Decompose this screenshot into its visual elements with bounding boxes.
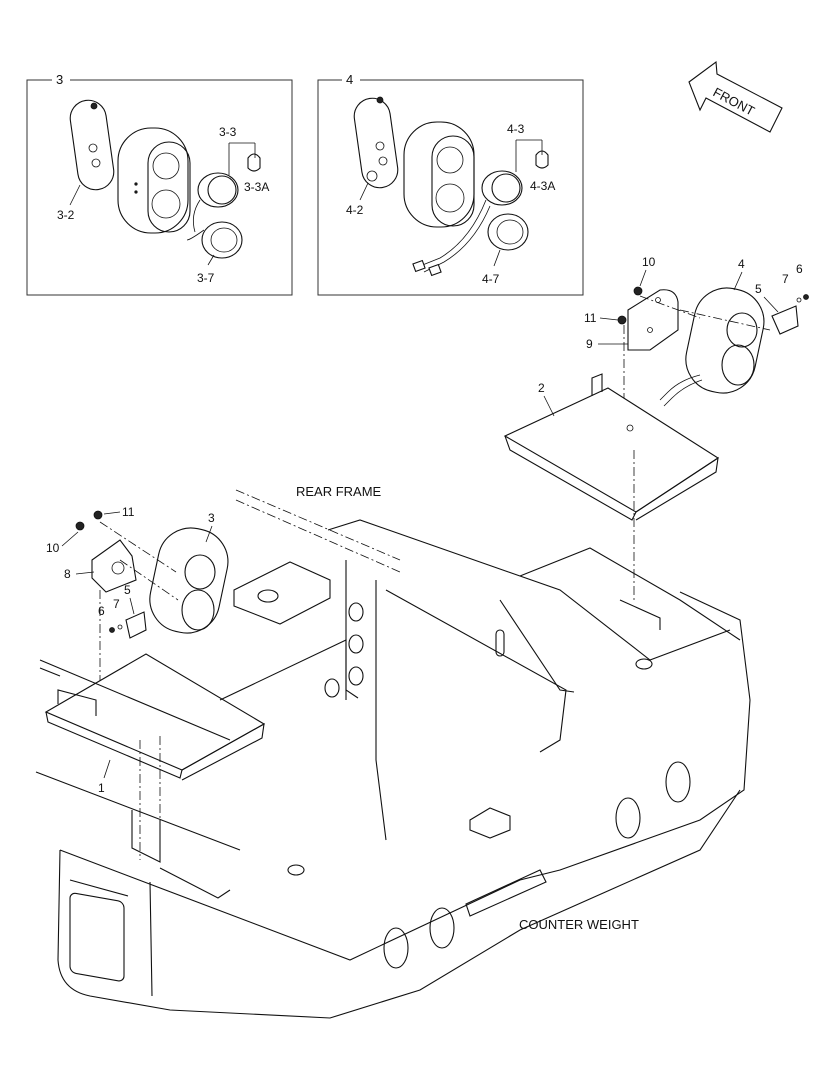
callout-5-right: 5 (755, 282, 762, 296)
lamp-housing-3 (117, 127, 189, 234)
inset-4-title: 4 (346, 72, 353, 87)
label-3-7: 3-7 (197, 271, 215, 285)
callout-1: 1 (98, 781, 105, 795)
bracket-5-left (125, 611, 147, 639)
callout-10-left: 10 (46, 541, 60, 555)
lamp-lens-4-7 (487, 213, 529, 251)
lamp-lens-3-7 (201, 221, 243, 259)
callout-4-right: 4 (738, 257, 745, 271)
mounting-plate-1 (44, 653, 266, 771)
lamp-housing-4 (403, 121, 475, 228)
bracket-8 (91, 539, 137, 593)
callout-5-left: 5 (124, 583, 131, 597)
label-4-7: 4-7 (482, 272, 500, 286)
left-lamp-assembly: 11 10 3 8 5 7 6 1 (44, 505, 266, 860)
label-3-3a: 3-3A (244, 180, 269, 194)
handle-left (57, 689, 97, 716)
inset-3-title: 3 (56, 72, 63, 87)
bolt-11-left (93, 510, 103, 520)
callout-10-right: 10 (642, 255, 656, 269)
right-lamp-assembly: 10 4 7 6 5 11 9 2 (503, 255, 809, 600)
callout-11-left: 11 (122, 505, 135, 519)
bolt-10-left (75, 521, 85, 531)
label-4-3a: 4-3A (530, 179, 555, 193)
washer-7-right (796, 297, 802, 303)
counter-weight: COUNTER WEIGHT (57, 591, 751, 1019)
bulb-socket-3-3 (197, 172, 239, 208)
callout-7-right: 7 (782, 272, 789, 286)
front-arrow-icon (688, 60, 783, 133)
lamp-housing-4-main (685, 287, 765, 394)
callout-6-right: 6 (796, 262, 803, 276)
callout-9-right: 9 (586, 337, 593, 351)
bulb-socket-4-3 (481, 170, 523, 206)
callout-2: 2 (538, 381, 545, 395)
bolt-10-right (633, 286, 643, 296)
washer-7-left (117, 624, 123, 630)
label-4-2: 4-2 (346, 203, 364, 217)
counter-weight-label: COUNTER WEIGHT (519, 917, 639, 932)
callout-6-left: 6 (98, 604, 105, 618)
inset-3: 3 3-3 3-3A 3-2 3-7 (26, 72, 293, 296)
label-4-3: 4-3 (507, 122, 525, 136)
counter-weight-plate (69, 892, 125, 982)
inset-4-frame (317, 79, 584, 296)
handle-right (591, 373, 603, 396)
front-arrow: FRONT (688, 60, 783, 133)
lifting-eye (469, 807, 511, 839)
cover-plate-4-2 (353, 97, 399, 189)
label-3-2: 3-2 (57, 208, 75, 222)
lamp-housing-3-main (149, 527, 229, 634)
bulb-4-3a (535, 150, 549, 169)
rear-frame-label: REAR FRAME (296, 484, 382, 499)
callout-8-left: 8 (64, 567, 71, 581)
label-3-3: 3-3 (219, 125, 237, 139)
screw-6-right (803, 294, 809, 300)
tank-block (233, 561, 331, 625)
bracket-9 (627, 289, 679, 351)
callout-3-left: 3 (208, 511, 215, 525)
cover-plate-3-2 (69, 99, 115, 191)
callout-11-right: 11 (584, 311, 597, 325)
callout-7-left: 7 (113, 597, 120, 611)
screw-6-left (109, 627, 115, 633)
bulb-3-3a (247, 153, 261, 172)
bolt-11-right (617, 315, 627, 325)
inset-4: 4 4-3 4-3A 4-2 4-7 (317, 72, 584, 296)
inset-3-frame (26, 79, 293, 296)
rear-frame: REAR FRAME (35, 484, 741, 851)
mounting-plate-2 (503, 387, 720, 513)
bracket-5-right (771, 305, 799, 335)
